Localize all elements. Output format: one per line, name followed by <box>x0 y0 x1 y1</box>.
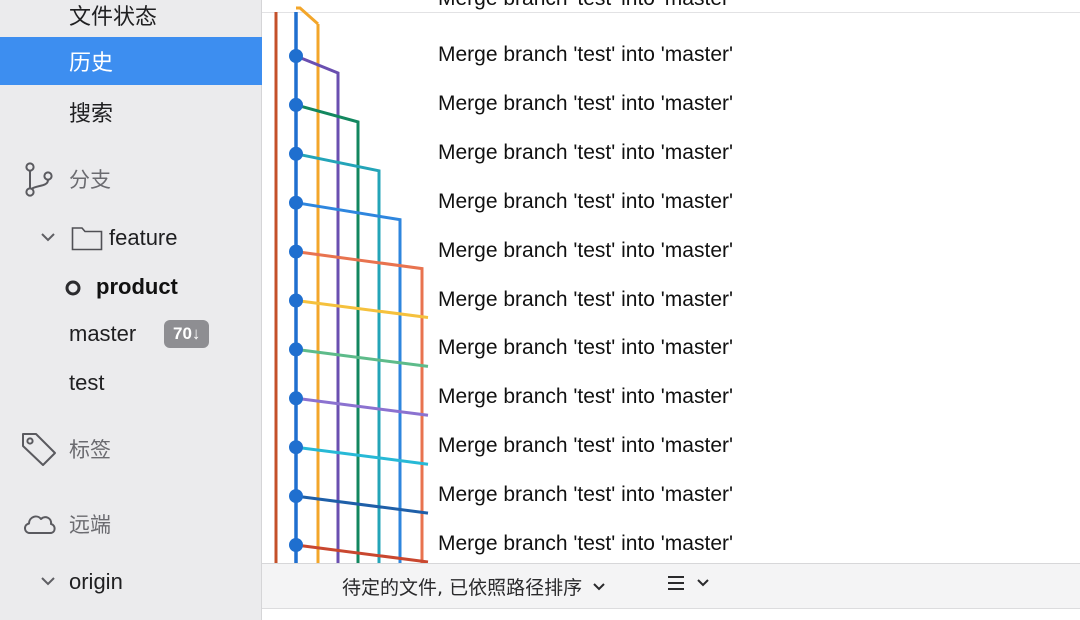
chevron-down-icon <box>696 578 710 588</box>
section-tags[interactable]: 标签 <box>0 426 262 472</box>
commit-history-list: Merge branch 'test' into 'master' Merge b… <box>262 0 1080 563</box>
commit-node[interactable] <box>289 342 303 357</box>
graph-edge <box>295 396 429 417</box>
divider <box>262 12 1080 13</box>
commit-node[interactable] <box>289 49 303 63</box>
folder-icon <box>71 225 103 251</box>
commit-node[interactable] <box>289 293 303 308</box>
behind-count-badge: 70↓ <box>164 320 210 348</box>
commit-node[interactable] <box>289 538 303 552</box>
graph-edge <box>295 152 381 563</box>
chevron-down-icon[interactable] <box>38 227 58 247</box>
commit-row-message[interactable]: Merge branch 'test' into 'master' <box>438 140 733 164</box>
tag-icon <box>20 430 58 468</box>
graph-edge <box>295 103 360 563</box>
commit-row-message[interactable]: Merge branch 'test' into 'master' <box>438 0 733 11</box>
remote-origin[interactable]: origin <box>0 559 262 605</box>
sidebar: 文件状态 历史 搜索 分支 feature <box>0 0 262 620</box>
commit-row-message[interactable]: Merge branch 'test' into 'master' <box>438 336 733 360</box>
chevron-down-icon <box>592 582 606 592</box>
commit-row-message[interactable]: Merge branch 'test' into 'master' <box>438 91 733 115</box>
branch-folder-feature[interactable]: feature <box>0 215 262 261</box>
branch-label: product <box>96 274 178 299</box>
graph-edge <box>295 54 340 563</box>
graph-edge <box>295 347 429 368</box>
branch-item-product[interactable]: product <box>0 264 262 310</box>
footer-strip <box>262 609 1080 620</box>
graph-edge <box>295 201 402 563</box>
commit-row-message[interactable]: Merge branch 'test' into 'master' <box>438 434 733 458</box>
commit-row-message[interactable]: Merge branch 'test' into 'master' <box>438 385 733 409</box>
commit-node[interactable] <box>289 244 303 259</box>
chevron-down-icon[interactable] <box>38 571 58 591</box>
sidebar-item-label: 文件状态 <box>69 5 158 30</box>
cloud-icon <box>21 511 57 537</box>
section-label: 标签 <box>69 438 111 462</box>
commit-node[interactable] <box>289 195 303 210</box>
section-remotes[interactable]: 远端 <box>0 501 262 547</box>
sort-dropdown[interactable]: 待定的文件, 已依照路径排序 <box>342 573 606 600</box>
file-list-toolbar: 待定的文件, 已依照路径排序 <box>262 563 1080 609</box>
branch-label: master <box>69 321 137 346</box>
sort-label: 待定的文件, 已依照路径排序 <box>342 577 583 599</box>
sidebar-item-history[interactable]: 历史 <box>0 37 262 85</box>
sidebar-item-file-status[interactable]: 文件状态 <box>0 0 262 38</box>
branch-label: test <box>69 370 105 395</box>
commit-row-message[interactable]: Merge branch 'test' into 'master' <box>438 238 733 262</box>
sidebar-item-label: 搜索 <box>69 102 114 127</box>
graph-edge <box>296 6 319 26</box>
commit-graph <box>274 6 429 563</box>
branch-item-master[interactable]: master 70↓ <box>0 311 262 357</box>
commit-node[interactable] <box>289 97 303 112</box>
commit-node[interactable] <box>289 489 303 504</box>
current-branch-indicator-icon <box>64 279 82 297</box>
commit-node[interactable] <box>289 440 303 455</box>
list-icon <box>666 574 686 592</box>
commit-row-message[interactable]: Merge branch 'test' into 'master' <box>438 43 733 66</box>
branch-icon <box>22 161 56 197</box>
commit-row-message[interactable]: Merge branch 'test' into 'master' <box>438 287 733 311</box>
view-mode-dropdown[interactable] <box>666 574 710 592</box>
commit-node[interactable] <box>289 391 303 406</box>
section-label: 远端 <box>69 513 111 537</box>
branch-item-test[interactable]: test <box>0 360 262 406</box>
commit-row-message[interactable]: Merge branch 'test' into 'master' <box>438 483 733 507</box>
graph-edge <box>295 299 429 319</box>
graph-edge <box>295 543 429 563</box>
section-label: 分支 <box>69 168 111 192</box>
commit-row-message[interactable]: Merge branch 'test' into 'master' <box>438 532 733 555</box>
sidebar-item-label: 历史 <box>69 51 114 76</box>
branch-folder-label: feature <box>109 225 178 250</box>
commit-node[interactable] <box>289 146 303 161</box>
sidebar-item-search[interactable]: 搜索 <box>0 89 262 135</box>
remote-label: origin <box>69 569 123 594</box>
commit-row-message[interactable]: Merge branch 'test' into 'master' <box>438 189 733 213</box>
section-branches[interactable]: 分支 <box>0 156 262 202</box>
graph-edge <box>295 494 429 515</box>
graph-edge <box>295 445 429 466</box>
